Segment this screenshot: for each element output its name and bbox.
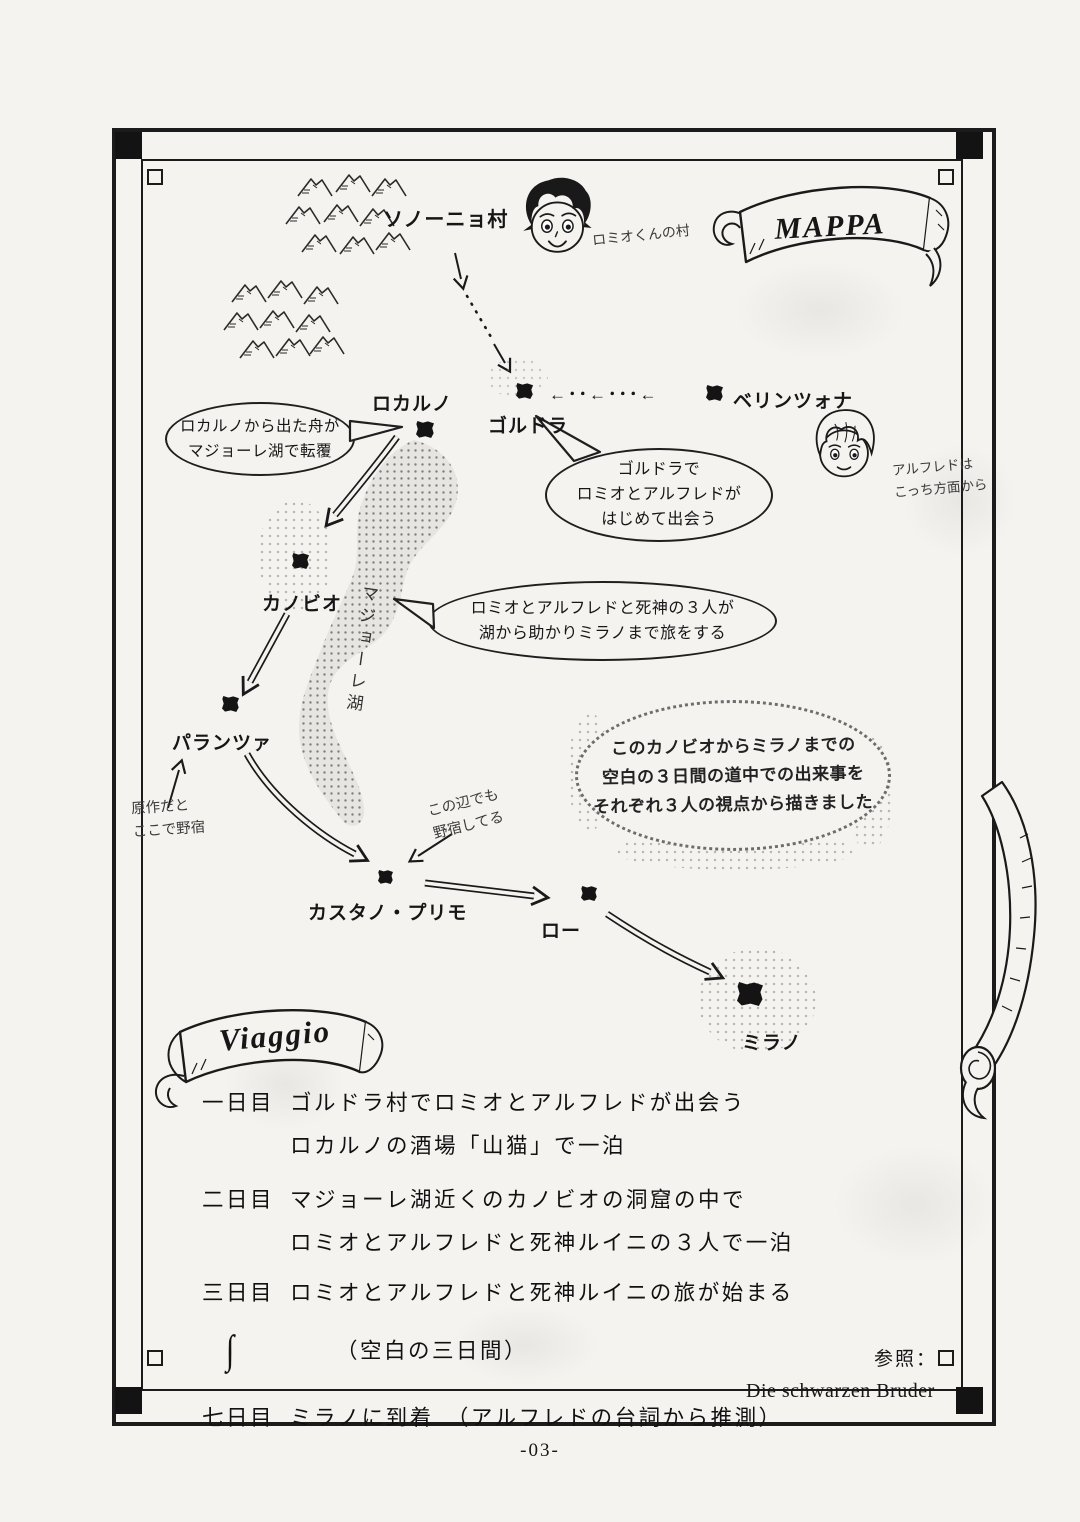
bubble-text: ロミオとアルフレドと死神の３人が [470,599,735,617]
town-marker-bellinzona [706,385,723,401]
note-alfredo-direction: アルフレドは こっち方面から [891,452,988,503]
itinerary-text: ミラノに到着 （アルフレドの台詞から推測） [290,1406,783,1430]
itinerary-day: 七日目 [202,1406,275,1430]
bubble-text: このカノビオからミラノまでの [610,734,856,759]
itinerary-row: 二日目 マジョーレ湖近くのカノビオの洞窟の中で ロミオとアルフレドと死神ルイニの… [202,1183,842,1257]
itinerary-list: 一日目 ゴルドラ村でロミオとアルフレドが出会う ロカルノの酒場「山猫」で一泊 二… [202,1086,842,1432]
scroll-decoration [959,780,1037,1120]
itinerary-row: ∫ （空白の三日間） [202,1328,842,1373]
page-frame-outer [112,128,996,1426]
itinerary-row: 三日目 ロミオとアルフレドと死神ルイニの旅が始まる [202,1276,842,1307]
frame-corner-square [956,132,983,159]
itinerary-text: ロミオとアルフレドと死神ルイニの３人で一泊 [290,1231,794,1255]
itinerary-row: 七日目 ミラノに到着 （アルフレドの台詞から推測） [202,1401,842,1432]
itinerary-day: 三日目 [202,1281,275,1305]
itinerary-text: （空白の三日間） [336,1339,529,1363]
town-label-pallanza: パランツァ [172,733,273,754]
frame-corner-square [115,132,142,159]
speech-bubble-gordola-meeting: ゴルドラで ロミオとアルフレドが はじめて出会う [545,448,773,542]
town-marker-rho [581,886,597,901]
romeo-face-illustration [523,177,592,253]
viaggio-banner-ribbon [154,1008,384,1108]
scan-smudge [420,1290,630,1400]
reference-label: 参照： [874,1349,938,1370]
itinerary-text: ゴルドラ村でロミオとアルフレドが出会う [290,1091,746,1115]
itinerary-day: 一日目 [202,1091,275,1115]
itinerary-row: 一日目 ゴルドラ村でロミオとアルフレドが出会う ロカルノの酒場「山猫」で一泊 [202,1086,842,1160]
town-marker-pallanza [222,696,239,712]
town-marker-cannobio [292,553,309,569]
speech-bubble-locarno-boat: ロカルノから出た舟が マジョーレ湖で転覆 [165,402,355,476]
bubble-text: それぞれ３人の視点から描きました [592,792,874,817]
town-label-locarno: ロカルノ [372,394,453,415]
town-marker-gordola [516,383,533,399]
dashed-route-arrows: ←･･←･･･← [549,385,659,404]
town-marker-locarno [416,421,434,438]
frame-corner-small-square [147,1350,163,1366]
town-label-cannobio: カノビオ [262,594,343,615]
page-number: -03- [520,1440,560,1461]
page-frame-inner [141,159,963,1391]
bubble-text: ゴルドラで [617,461,701,478]
reference-title: Die schwarzen Bruder [746,1380,935,1402]
scan-smudge [880,420,1040,580]
town-label-bellinzona: ベリンツォナ [733,391,854,412]
town-label-castano-primo: カスタノ・プリモ [308,903,468,924]
frame-corner-square [115,1387,142,1414]
itinerary-text: ロカルノの酒場「山猫」で一泊 [290,1134,627,1158]
town-label-milano: ミラノ [742,1033,802,1054]
town-label-gordola: ゴルドラ [488,416,569,437]
town-label-sonogno: ソノーニョ村 [383,209,509,231]
speech-bubble-blank-days: このカノビオからミラノまでの 空白の３日間の道中での出来事を それぞれ３人の視点… [575,700,891,851]
bubble-text: 湖から助かりミラノまで旅をする [478,624,727,642]
bubble-text: ロミオとアルフレドが [576,486,742,503]
itinerary-text: ロミオとアルフレドと死神ルイニの旅が始まる [290,1281,794,1305]
bubble-text: ロカルノから出た舟が [179,418,340,435]
itinerary-text: マジョーレ湖近くのカノビオの洞窟の中で [290,1188,747,1212]
scan-smudge [800,1120,1030,1290]
town-marker-castano-primo [378,870,393,884]
town-label-rho: ロー [541,921,582,942]
bubble-text: マジョーレ湖で転覆 [187,442,332,460]
itinerary-continuation-mark: ∫ [226,1328,237,1373]
bubble-text: はじめて出会う [601,511,717,528]
frame-corner-small-square [147,169,163,185]
frame-corner-small-square [938,169,954,185]
town-marker-milano [737,982,763,1006]
frame-corner-square [956,1387,983,1414]
itinerary-day: 二日目 [202,1188,275,1212]
scan-smudge [700,240,940,380]
frame-corner-small-square [938,1350,954,1366]
alfredo-face-illustration [815,409,875,478]
note-pallanza-camp: 原作だと ここで野宿 [130,794,206,845]
speech-bubble-journey: ロミオとアルフレドと死神の３人が 湖から助かりミラノまで旅をする [428,581,777,661]
mappa-banner-ribbon [712,185,950,287]
bubble-text: 空白の３日間の道中での出来事を [601,763,865,788]
